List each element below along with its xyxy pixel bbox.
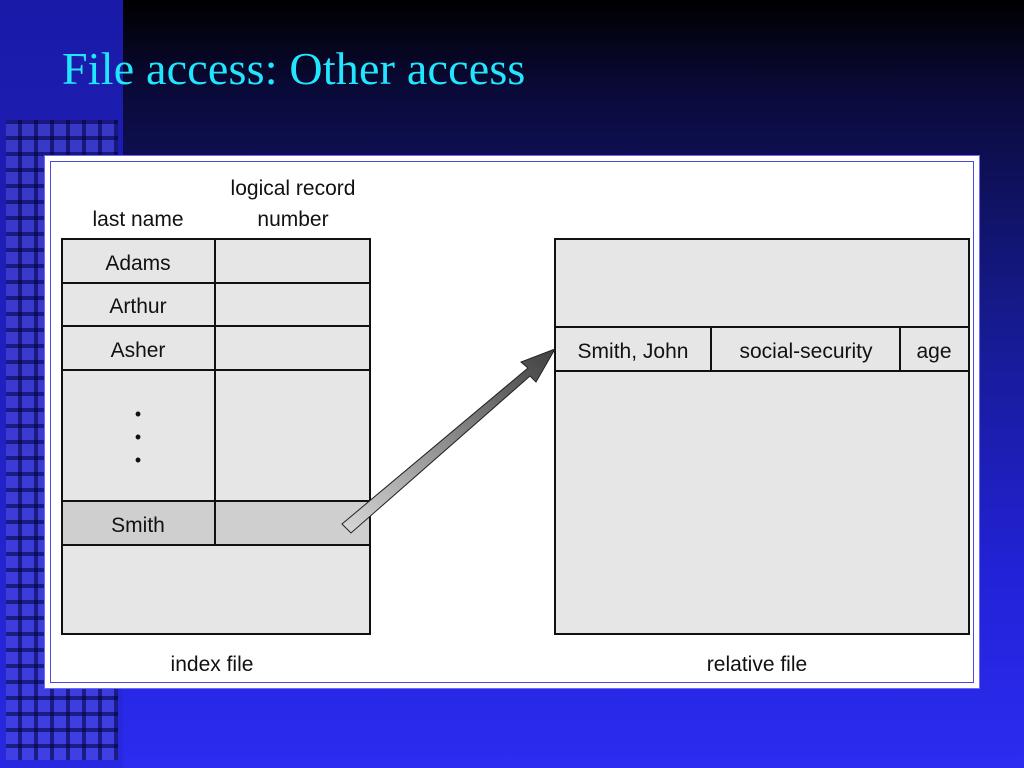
index-file-caption: index file xyxy=(171,653,254,676)
record-field-age: age xyxy=(916,340,951,363)
index-header-number: number xyxy=(257,208,328,231)
relative-file-caption: relative file xyxy=(707,653,807,676)
index-ellipsis-dot-1: • xyxy=(135,404,141,424)
file-access-diagram: last name logical record number Adams Ar… xyxy=(61,177,970,676)
index-ellipsis-dot-3: • xyxy=(135,450,141,470)
figure-inner-border xyxy=(50,161,974,683)
index-header-logical-record: logical record xyxy=(231,177,356,200)
index-row-adams: Adams xyxy=(105,252,170,275)
relative-file-table xyxy=(554,238,970,635)
figure-frame: last name logical record number Adams Ar… xyxy=(44,155,980,689)
index-row-asher: Asher xyxy=(111,339,166,362)
index-file-table xyxy=(61,238,371,635)
slide-title: File access: Other access xyxy=(62,43,526,94)
index-ellipsis-dot-2: • xyxy=(135,427,141,447)
record-field-name: Smith, John xyxy=(578,340,689,363)
pointer-arrow xyxy=(341,348,557,534)
index-header-last-name: last name xyxy=(92,208,183,231)
index-row-smith: Smith xyxy=(111,514,165,537)
record-field-social-security: social-security xyxy=(739,340,873,363)
index-row-arthur: Arthur xyxy=(109,295,166,318)
relative-file-outline xyxy=(554,238,970,635)
